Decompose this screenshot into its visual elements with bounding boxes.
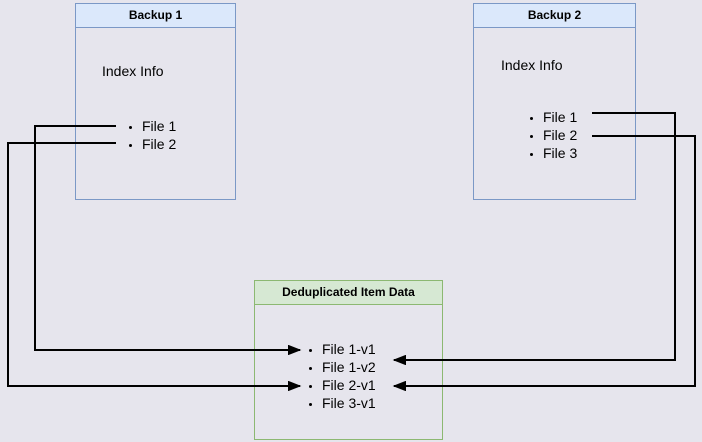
list-item: File 2-v1 — [322, 376, 376, 394]
list-item: File 1-v1 — [322, 340, 376, 358]
backup1-header: Backup 1 — [76, 4, 235, 28]
list-item: File 1 — [543, 108, 577, 126]
list-item: File 2 — [543, 126, 577, 144]
backup2-box: Backup 2 — [473, 3, 636, 200]
backup1-body-label: Index Info — [102, 63, 164, 79]
backup1-box: Backup 1 — [75, 3, 236, 200]
list-item: File 1-v2 — [322, 358, 376, 376]
dedup-item-list: File 1-v1 File 1-v2 File 2-v1 File 3-v1 — [304, 340, 376, 412]
backup2-item-list: File 1 File 2 File 3 — [525, 108, 577, 162]
backup1-item-list: File 1 File 2 — [124, 117, 176, 153]
backup2-header: Backup 2 — [474, 4, 635, 28]
list-item: File 1 — [142, 117, 176, 135]
backup2-body-label: Index Info — [501, 57, 563, 73]
list-item: File 3 — [543, 144, 577, 162]
list-item: File 2 — [142, 135, 176, 153]
dedup-header: Deduplicated Item Data — [255, 281, 442, 305]
list-item: File 3-v1 — [322, 394, 376, 412]
